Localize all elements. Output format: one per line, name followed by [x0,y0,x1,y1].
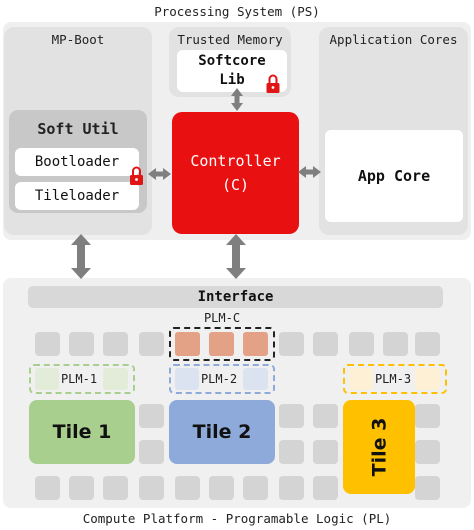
softcore-lib-line1: Softcore [198,53,266,69]
logic-cell [313,404,338,428]
plm-3-cell [349,368,373,390]
softcore-lib-line2: Lib [219,72,245,88]
trusted-memory-title: Trusted Memory [177,32,283,47]
logic-cell [139,404,164,428]
logic-cell [175,476,200,500]
logic-cell [415,404,440,428]
bootloader-box: Bootloader [15,148,139,176]
logic-cell [35,476,60,500]
pl-title: Compute Platform - Programable Logic (PL… [82,511,392,526]
controller-sublabel: (C) [221,176,250,194]
double-arrow-icon [231,88,243,111]
soft-util-title: Soft Util [37,120,119,138]
app-cores-title: Application Cores [329,32,458,47]
lock-icon [266,74,280,93]
tile-1-label: Tile 1 [52,421,112,443]
logic-cell [415,332,440,356]
logic-cell [209,476,234,500]
logic-cell [313,440,338,464]
logic-cell [139,440,164,464]
logic-cell [279,476,304,500]
plm-1-cell [35,368,59,390]
logic-cell [139,476,164,500]
controller-label: Controller [190,152,281,170]
logic-cell [69,476,94,500]
double-arrow-icon [71,234,91,279]
plm-1-region [29,364,135,394]
interface-bar: Interface [28,286,443,308]
logic-cell [103,332,128,356]
lock-icon [130,166,143,185]
logic-cell [279,332,304,356]
app-core-box: App Core [325,130,463,222]
logic-cell [69,332,94,356]
logic-cell [313,476,338,500]
tile-2: Tile 2 [169,400,275,464]
logic-cell [139,332,164,356]
double-arrow-icon [148,168,171,180]
logic-cell [349,332,374,356]
plm-c-cell [243,332,268,356]
logic-cell [415,476,440,500]
ps-title: Processing System (PS) [154,4,320,19]
double-arrow-icon [226,234,246,279]
plm-3-label: PLM-3 [374,372,412,386]
tile-1: Tile 1 [29,400,135,464]
controller-box: Controller (C) [172,112,299,234]
tile-3: Tile 3 [343,400,415,494]
plm-2-cell [243,368,268,390]
tileloader-box: Tileloader [15,182,139,210]
plm-c-label: PLM-C [203,311,241,325]
double-arrow-icon [298,166,321,178]
plm-2-cell [175,368,199,390]
logic-cell [383,332,408,356]
tileloader-label: Tileloader [34,188,120,204]
plm-1-label: PLM-1 [60,372,98,386]
logic-cell [313,332,338,356]
logic-cell [279,440,304,464]
logic-cell [279,404,304,428]
logic-cell [243,476,268,500]
plm-2-region [169,364,275,394]
bootloader-label: Bootloader [34,154,120,170]
tile-2-label: Tile 2 [192,421,252,443]
plm-c-cell [209,332,234,356]
logic-cell [415,440,440,464]
plm-3-region [343,364,447,394]
logic-cell [35,332,60,356]
plm-3-cell [415,368,440,390]
mpboot-title: MP-Boot [51,32,105,47]
plm-2-label: PLM-2 [200,372,238,386]
logic-cell [103,476,128,500]
plm-c-region [169,327,275,361]
plm-1-cell [103,368,128,390]
app-core-label: App Core [357,167,431,185]
plm-c-cell [175,332,200,356]
interface-label: Interface [197,289,274,305]
